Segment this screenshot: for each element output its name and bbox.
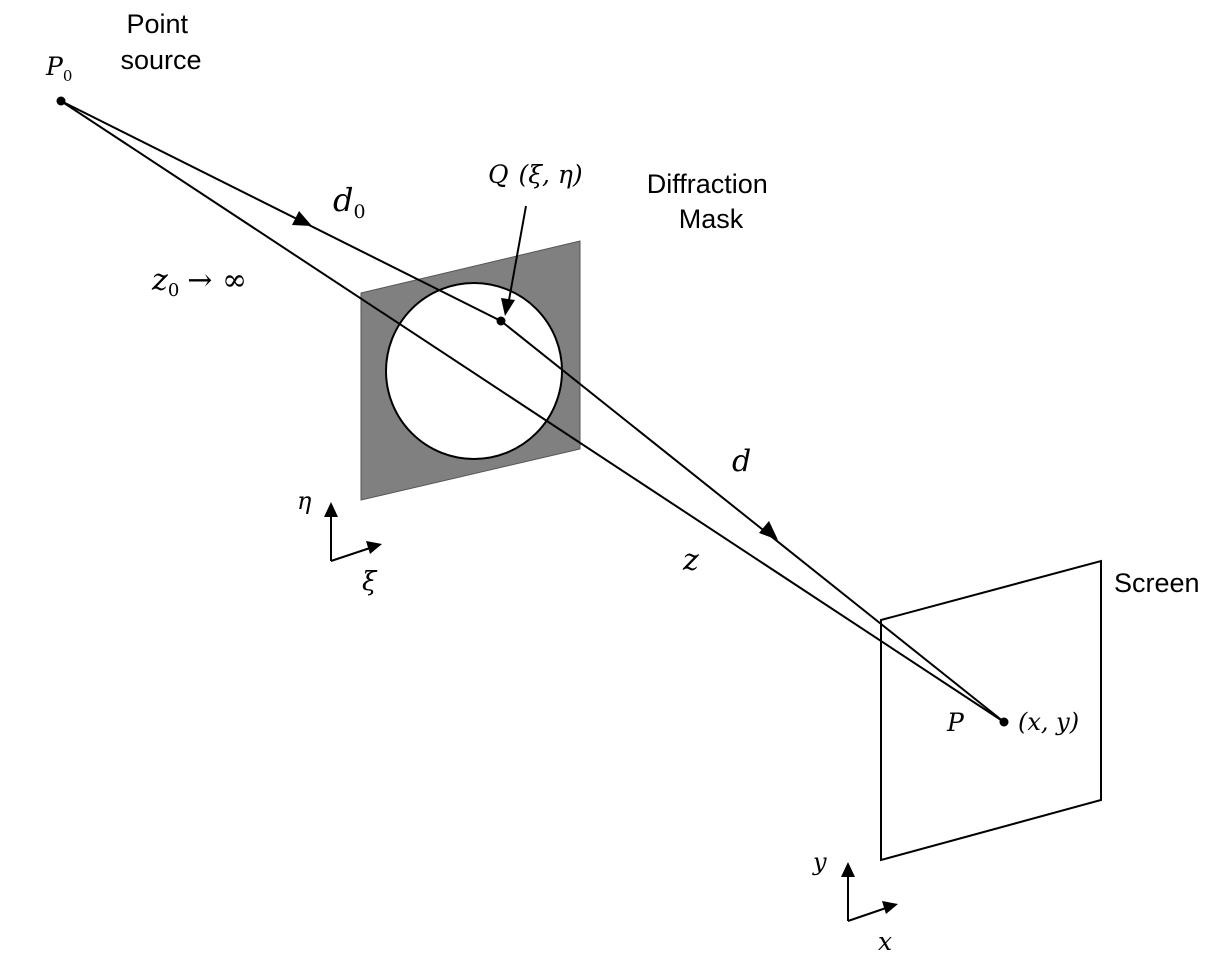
aperture: [385, 282, 563, 460]
label-x: x: [878, 927, 892, 956]
point-q: [496, 316, 506, 326]
point-p: [999, 717, 1009, 727]
ray-d0-arrow: [292, 211, 312, 226]
label-diffraction-mask: Diffraction Mask: [647, 169, 776, 234]
label-p0: P0: [45, 52, 72, 85]
q-pointer: [508, 205, 527, 301]
label-z: z: [682, 543, 699, 578]
xi-axis: [330, 547, 371, 562]
ray-z: [60, 100, 1005, 723]
point-p0: [56, 96, 66, 106]
label-d: d: [732, 444, 751, 479]
label-p: P: [946, 708, 965, 737]
label-p-coords: (x, y): [1018, 708, 1079, 736]
x-axis-arrow: [882, 901, 898, 914]
label-xi: ξ: [362, 567, 378, 597]
screen-plane: [880, 559, 1102, 862]
label-z0-limit: z0→ ∞: [151, 263, 247, 301]
label-eta: η: [297, 487, 312, 515]
label-q: Q(ξ, η): [488, 160, 583, 189]
label-y: y: [812, 848, 827, 876]
label-d0: d0: [333, 181, 366, 223]
ray-d-arrow: [759, 521, 778, 540]
xi-axis-arrow: [366, 541, 382, 554]
ray-d: [500, 320, 1005, 723]
label-point-source: Point source: [120, 9, 201, 75]
ray-d0: [60, 100, 502, 322]
q-pointer-arrow: [501, 298, 515, 316]
eta-axis-arrow: [324, 502, 338, 517]
y-axis-arrow: [841, 862, 855, 877]
label-screen: Screen: [1114, 568, 1200, 598]
x-axis: [847, 907, 887, 922]
